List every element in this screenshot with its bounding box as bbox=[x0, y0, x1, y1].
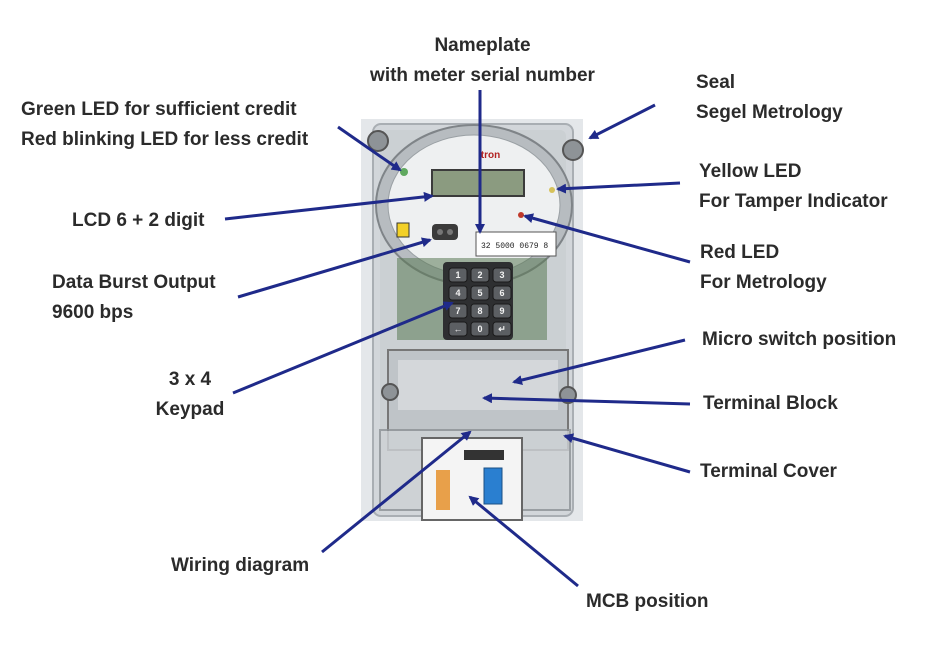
label-lcd: LCD 6 + 2 digit bbox=[72, 206, 205, 236]
label-keypad: 3 x 4 Keypad bbox=[140, 365, 240, 425]
label-seal-line2: Segel Metrology bbox=[696, 98, 843, 128]
label-data-burst-line1: Data Burst Output bbox=[52, 268, 216, 298]
label-terminal-cover-line1: Terminal Cover bbox=[700, 457, 837, 487]
label-terminal-block-line1: Terminal Block bbox=[703, 389, 838, 419]
label-wiring-diagram: Wiring diagram bbox=[171, 551, 309, 581]
arrow-seal bbox=[590, 105, 655, 138]
arrow-micro-switch bbox=[514, 340, 685, 382]
label-yellow-led-line1: Yellow LED bbox=[699, 157, 888, 187]
arrow-lcd bbox=[225, 196, 432, 219]
label-data-burst: Data Burst Output 9600 bps bbox=[52, 268, 216, 328]
label-red-led: Red LED For Metrology bbox=[700, 238, 827, 298]
label-mcb: MCB position bbox=[586, 587, 708, 617]
arrow-wiring-diagram bbox=[322, 432, 470, 552]
arrow-terminal-block bbox=[484, 398, 690, 404]
label-yellow-led: Yellow LED For Tamper Indicator bbox=[699, 157, 888, 217]
label-keypad-line2: Keypad bbox=[140, 395, 240, 425]
label-green-led-line1: Green LED for sufficient credit bbox=[21, 95, 308, 125]
label-mcb-line1: MCB position bbox=[586, 587, 708, 617]
label-red-led-line2: For Metrology bbox=[700, 268, 827, 298]
label-nameplate-line2: with meter serial number bbox=[360, 61, 605, 91]
label-wiring-diagram-line1: Wiring diagram bbox=[171, 551, 309, 581]
arrow-green-led bbox=[338, 127, 400, 170]
label-green-led: Green LED for sufficient credit Red blin… bbox=[21, 95, 308, 155]
label-data-burst-line2: 9600 bps bbox=[52, 298, 216, 328]
label-seal-line1: Seal bbox=[696, 68, 843, 98]
label-red-led-line1: Red LED bbox=[700, 238, 827, 268]
label-nameplate-line1: Nameplate bbox=[360, 31, 605, 61]
label-yellow-led-line2: For Tamper Indicator bbox=[699, 187, 888, 217]
arrow-terminal-cover bbox=[565, 436, 690, 472]
label-green-led-line2: Red blinking LED for less credit bbox=[21, 125, 308, 155]
label-nameplate: Nameplate with meter serial number bbox=[360, 31, 605, 91]
arrow-data-burst bbox=[238, 240, 430, 297]
arrow-yellow-led bbox=[558, 183, 680, 189]
label-micro-switch: Micro switch position bbox=[702, 325, 896, 355]
arrow-keypad bbox=[233, 303, 452, 393]
arrow-red-led bbox=[525, 216, 690, 262]
label-micro-switch-line1: Micro switch position bbox=[702, 325, 896, 355]
label-terminal-cover: Terminal Cover bbox=[700, 457, 837, 487]
label-keypad-line1: 3 x 4 bbox=[140, 365, 240, 395]
label-lcd-line1: LCD 6 + 2 digit bbox=[72, 206, 205, 236]
label-seal: Seal Segel Metrology bbox=[696, 68, 843, 128]
label-terminal-block: Terminal Block bbox=[703, 389, 838, 419]
arrow-mcb bbox=[470, 497, 578, 586]
